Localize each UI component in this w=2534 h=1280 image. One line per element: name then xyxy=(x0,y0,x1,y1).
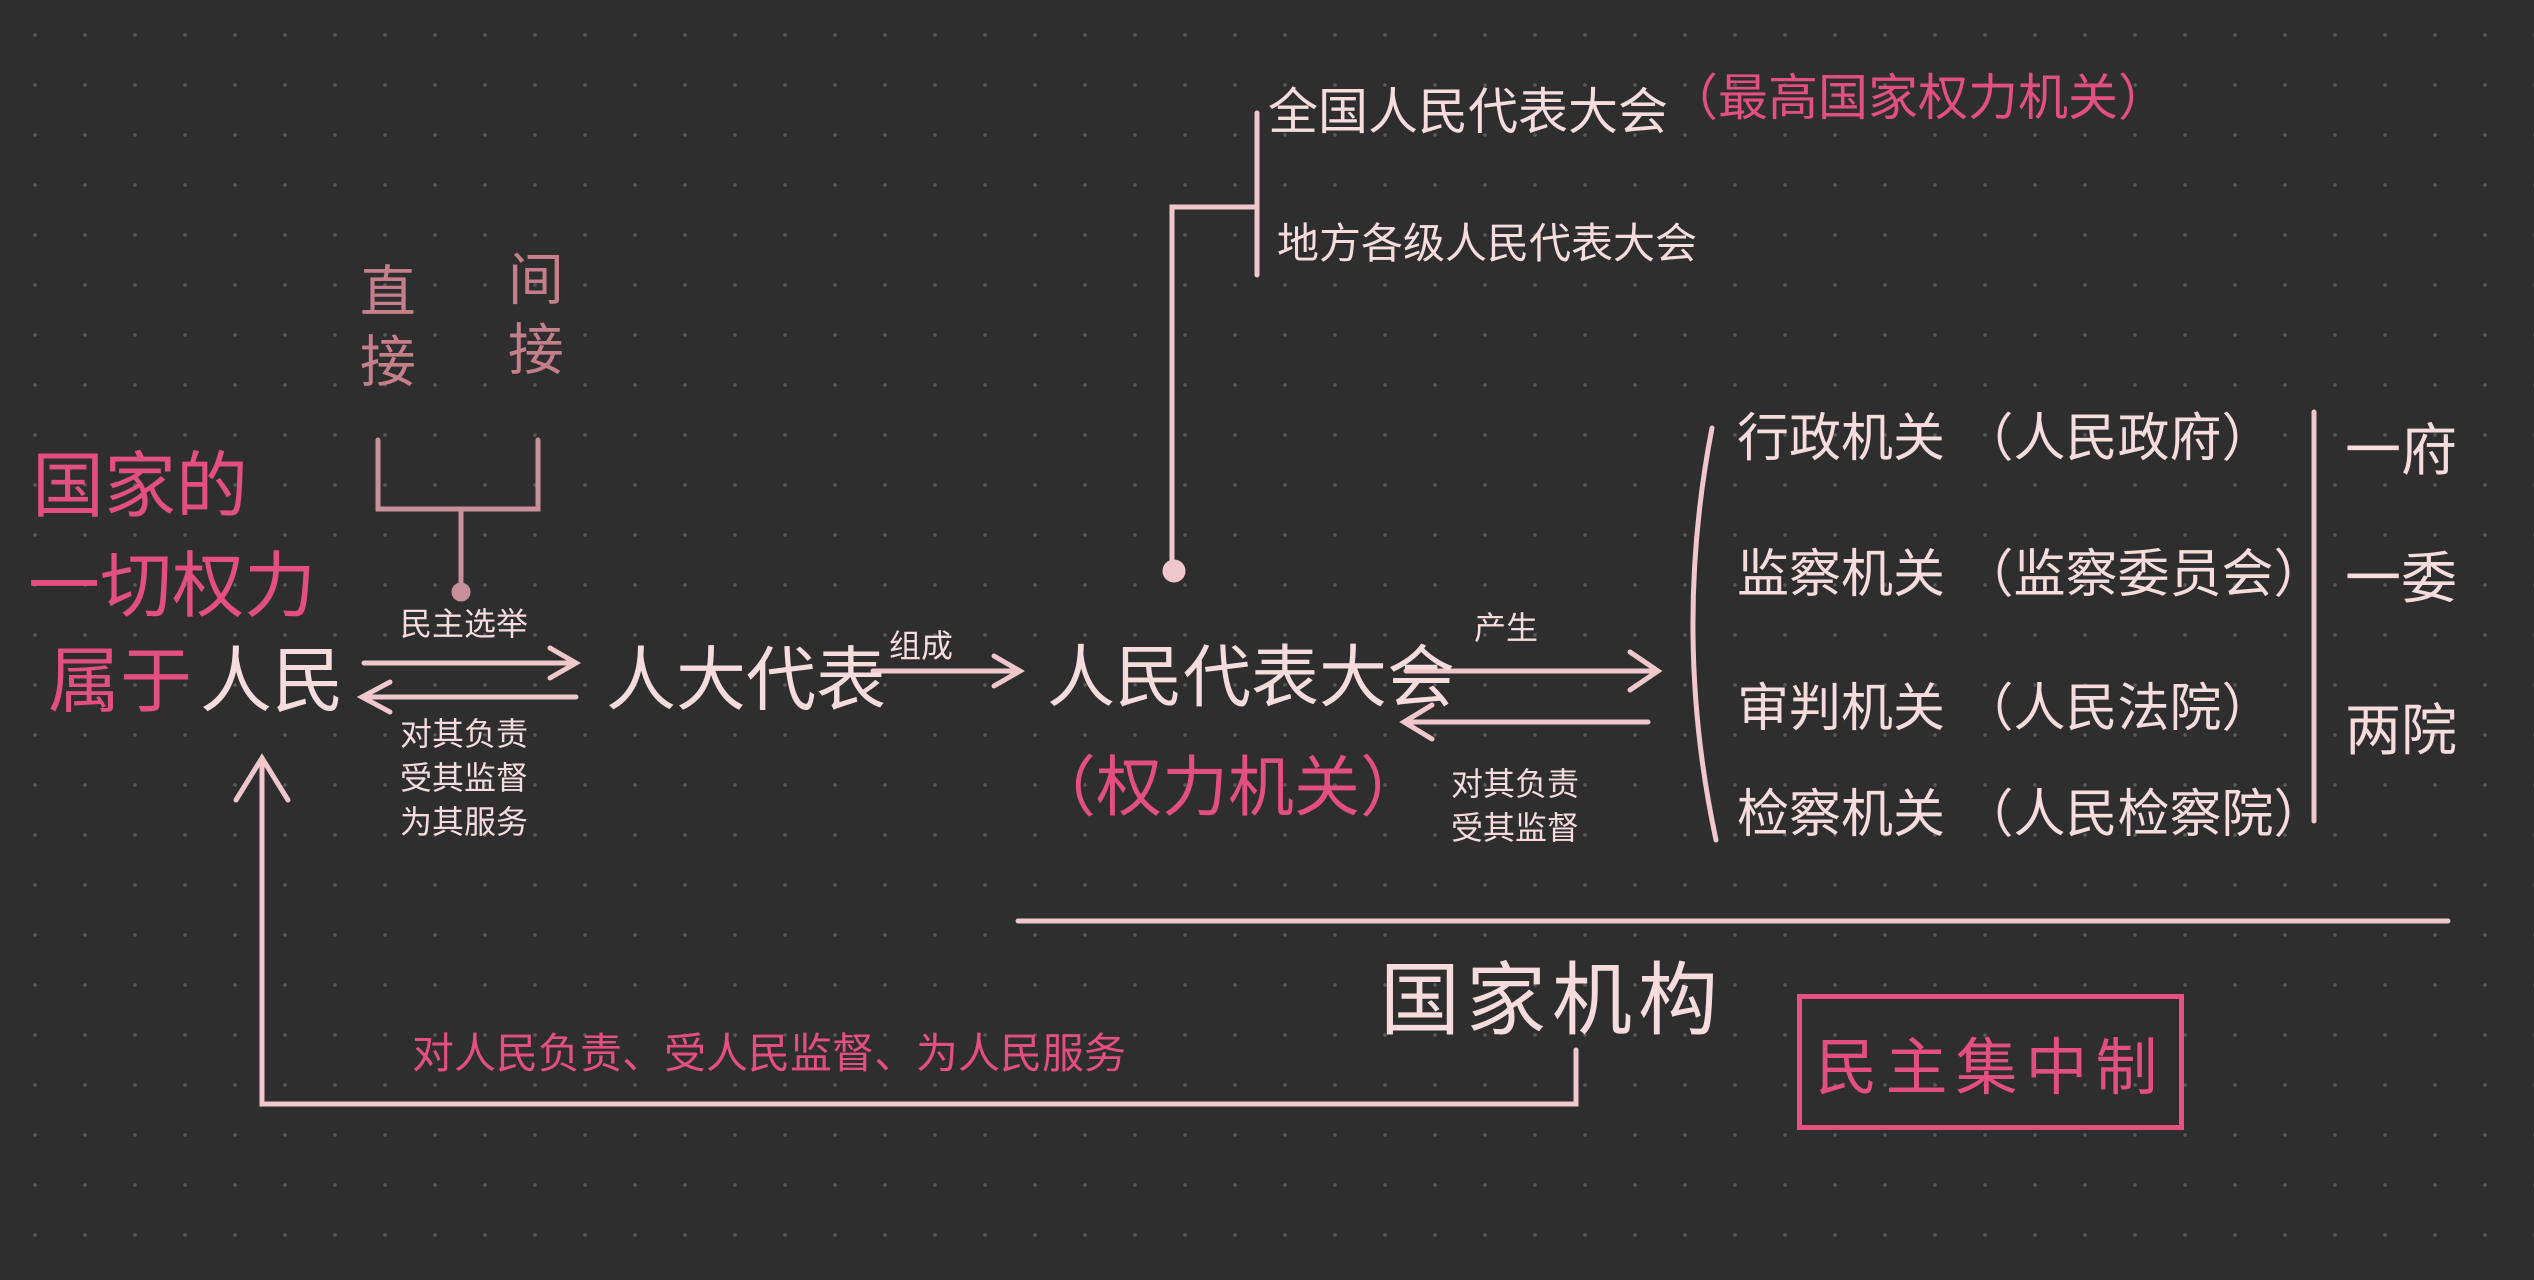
state-organs-label: 国家机构 xyxy=(1380,954,1724,1047)
power-line1: 国家的 xyxy=(32,444,249,528)
group-label: 一委 xyxy=(2345,547,2457,612)
congress-note: （权力机关） xyxy=(1030,749,1426,826)
compose-label: 组成 xyxy=(889,627,954,665)
congress-bracket xyxy=(1169,204,1260,572)
rep-relation-item: 为其服务 xyxy=(400,803,529,841)
power-line3: 属于 xyxy=(48,639,193,723)
deputies-label: 人大代表 xyxy=(606,639,886,721)
rep-relation-item: 受其监督 xyxy=(400,759,529,797)
rep-relation-item: 对其负责 xyxy=(400,715,529,753)
organ-detail: （监察委员会） xyxy=(1961,545,2326,605)
organ-relation-item: 受其监督 xyxy=(1451,809,1580,847)
organ-detail: （人民检察院） xyxy=(1961,785,2326,845)
organ-row: 行政机关 （人民政府） xyxy=(1737,409,2274,470)
organ-detail: （人民政府） xyxy=(1961,409,2274,469)
feedback-path xyxy=(233,753,1579,1107)
rep-relation: 对其负责 受其监督 为其服务 xyxy=(400,712,528,844)
responsibility-arrow xyxy=(356,679,579,715)
compose-arrow xyxy=(870,653,1026,689)
principle-box: 民主集中制 xyxy=(1797,994,2184,1130)
congress-dot xyxy=(1162,559,1186,583)
feedback-label: 对人民负责、受人民监督、为人民服务 xyxy=(412,1029,1127,1078)
group-label: 两院 xyxy=(2345,699,2457,764)
organ-name: 检察机关 xyxy=(1737,785,1946,845)
organs-paren xyxy=(1690,425,1719,843)
principle-label: 民主集中制 xyxy=(1815,1031,2166,1104)
election-bracket xyxy=(375,437,541,593)
organ-name: 审判机关 xyxy=(1737,679,1946,739)
produce-arrow xyxy=(1403,649,1663,693)
national-congress: 全国人民代表大会 xyxy=(1268,83,1668,141)
indirect-election: 间接 xyxy=(498,250,564,390)
local-congress: 地方各级人民代表大会 xyxy=(1277,219,1698,268)
congress-name: 人民代表大会 xyxy=(1047,639,1456,718)
organ-row: 审判机关 （人民法院） xyxy=(1737,679,2274,740)
supervise-arrow xyxy=(1399,702,1651,742)
election-dot xyxy=(451,582,471,602)
group-label: 一府 xyxy=(2345,419,2457,484)
organ-relation: 对其负责 受其监督 xyxy=(1451,762,1579,850)
organ-relation-item: 对其负责 xyxy=(1451,765,1580,803)
produce-label: 产生 xyxy=(1474,609,1539,647)
organ-row: 监察机关 （监察委员会） xyxy=(1737,545,2326,606)
power-line2: 一切权力 xyxy=(28,544,317,628)
election-arrow xyxy=(361,645,582,681)
election-label: 民主选举 xyxy=(400,605,529,643)
organ-row: 检察机关 （人民检察院） xyxy=(1737,785,2326,846)
organ-name: 行政机关 xyxy=(1737,409,1946,469)
national-congress-note: （最高国家权力机关） xyxy=(1668,69,2168,127)
direct-election: 直接 xyxy=(350,262,416,402)
organ-name: 监察机关 xyxy=(1737,545,1946,605)
people-label: 人民 xyxy=(200,639,345,723)
organ-detail: （人民法院） xyxy=(1961,679,2274,739)
